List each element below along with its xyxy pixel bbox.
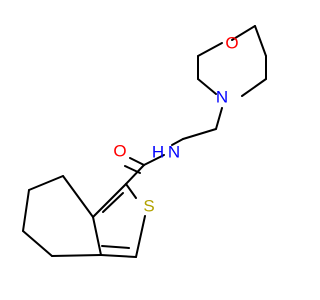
bond-morph-5 (197, 78, 217, 95)
amide-group (124, 154, 165, 185)
bond-amide-cc (125, 164, 145, 185)
bond-linker-3 (171, 138, 184, 146)
bond-hex-2 (28, 175, 64, 191)
bond-morph-1 (231, 25, 256, 41)
bond-morph-2 (254, 25, 267, 57)
atom-label-sulfur: S (143, 196, 154, 215)
bond-linker-2 (182, 128, 217, 140)
bond-thio-7 (102, 192, 124, 213)
bond-thio-4 (101, 245, 130, 249)
cyclohexane-ring (22, 175, 102, 257)
atom-label-nitrogen-amide: N (168, 142, 180, 161)
atom-label-oxygen-morpholine: O (225, 33, 238, 52)
bond-hex-3 (22, 189, 30, 232)
molecule-structure: O N O N H S (22, 25, 267, 258)
atom-label-nitrogen-morpholine: N (216, 87, 228, 106)
bond-morph-4 (241, 78, 267, 97)
atom-label-oxygen-carbonyl: O (113, 141, 126, 160)
bond-hex-1 (62, 175, 94, 218)
ethyl-linker (171, 107, 223, 146)
bond-linker-1 (215, 107, 223, 130)
bond-hex-5 (51, 254, 102, 257)
bond-amide-cn (143, 154, 165, 166)
bond-thio-2 (135, 215, 146, 258)
morpholine-ring (197, 25, 267, 97)
bond-amide-co-1 (129, 157, 145, 166)
bond-hex-4 (22, 230, 53, 257)
bond-thio-3 (100, 254, 137, 258)
atom-label-hydrogen-amide: H (152, 142, 164, 161)
bond-thio-5 (92, 216, 102, 256)
bond-thio-1 (125, 183, 137, 199)
thiophene-ring (92, 183, 146, 258)
atom-labels: O N O N H S (113, 33, 238, 215)
bond-thio-6 (92, 183, 127, 218)
bond-morph-7 (197, 42, 223, 57)
